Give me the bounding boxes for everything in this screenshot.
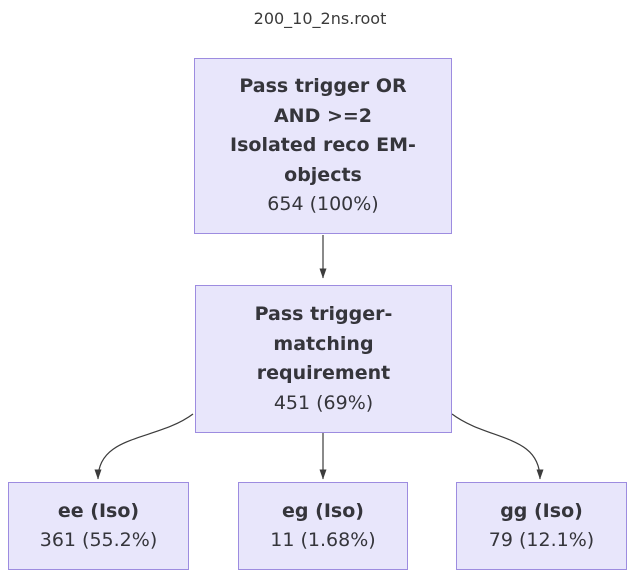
- node-count: 654 (100%): [267, 193, 379, 216]
- node-label-line: requirement: [256, 362, 391, 384]
- node-count: 79 (12.1%): [488, 529, 595, 551]
- diagram-title: 200_10_2ns.root: [253, 9, 387, 28]
- node-gg: gg (Iso) 79 (12.1%): [456, 482, 627, 570]
- node-label-line: gg (Iso): [500, 499, 583, 522]
- node-label-line: Pass trigger-: [254, 303, 393, 325]
- node-label-line: objects: [284, 163, 362, 186]
- node-count: 451 (69%): [273, 391, 374, 414]
- node-label-line: Pass trigger OR: [239, 75, 407, 98]
- node-label-line: ee (Iso): [57, 499, 140, 522]
- node-eg: eg (Iso) 11 (1.68%): [238, 482, 408, 570]
- node-label-line: AND >=2: [273, 104, 373, 127]
- node-label-line: matching: [273, 332, 374, 355]
- node-count: 11 (1.68%): [270, 529, 376, 551]
- node-count: 361 (55.2%): [39, 529, 158, 551]
- node-root: Pass trigger OR AND >=2 Isolated reco EM…: [194, 58, 452, 234]
- node-label-line: eg (Iso): [282, 499, 364, 522]
- node-label-line: Isolated reco EM-: [230, 134, 416, 157]
- edge-trigger-match-to-gg: [451, 413, 544, 480]
- node-ee: ee (Iso) 361 (55.2%): [8, 482, 189, 570]
- edge-trigger-match-to-ee: [94, 413, 194, 480]
- node-trigger-match: Pass trigger- matching requirement 451 (…: [195, 285, 452, 433]
